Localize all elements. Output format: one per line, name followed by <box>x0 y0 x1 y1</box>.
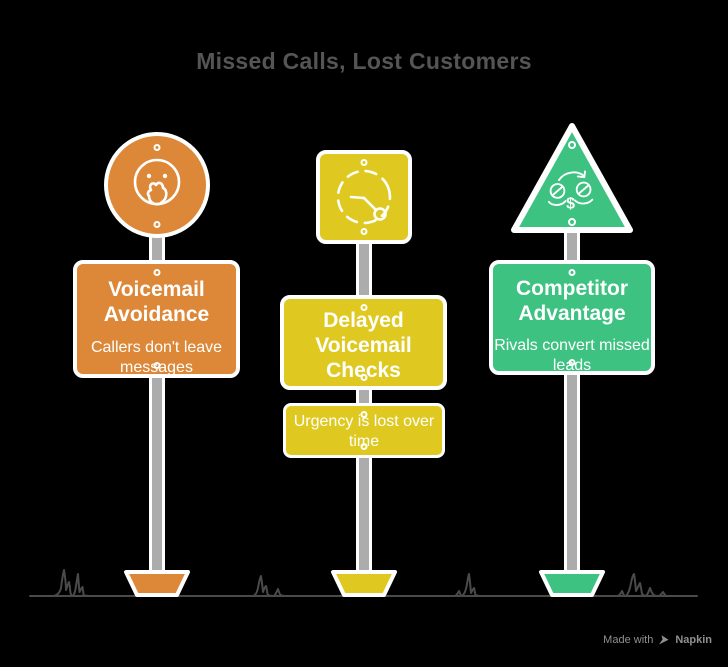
urgency-lost-subsign: Urgency is lost over time <box>283 403 445 458</box>
screw-icon <box>153 362 160 369</box>
watermark-brand: Napkin <box>675 634 712 646</box>
money-transfer-icon: $ <box>547 170 594 212</box>
clock-icon <box>336 169 392 225</box>
screw-icon <box>153 221 161 228</box>
screw-icon <box>568 269 576 276</box>
page-title: Missed Calls, Lost Customers <box>196 48 532 74</box>
delayed-voicemail-checks-sign: Delayed Voicemail Checks <box>280 295 447 390</box>
screw-icon <box>568 359 576 366</box>
dollar-sign: $ <box>566 195 575 212</box>
screw-icon <box>568 218 576 226</box>
screw-icon <box>360 374 367 381</box>
sign-base <box>331 570 397 597</box>
screw-icon <box>153 144 161 151</box>
competitor-advantage-sign: Competitor Advantage Rivals convert miss… <box>489 260 655 375</box>
grass-tuft-icon <box>252 575 286 597</box>
square-sign-shape <box>316 150 412 244</box>
sign-description: Rivals convert missed leads <box>494 337 650 374</box>
sign-base <box>124 570 190 597</box>
voicemail-avoidance-sign: Voicemail Avoidance Callers don't leave … <box>73 260 240 378</box>
watermark-text: Made with <box>603 634 654 646</box>
screw-icon <box>360 228 368 235</box>
circle-sign-shape <box>104 132 210 238</box>
screw-icon <box>360 159 368 166</box>
screw-icon <box>153 269 160 276</box>
sign-heading: Voicemail Avoidance <box>103 278 210 326</box>
sign-base <box>539 570 605 597</box>
napkin-logo-icon <box>659 635 669 645</box>
sign-heading: Delayed Voicemail Checks <box>315 309 412 382</box>
grass-tuft-icon <box>53 569 91 597</box>
screw-icon <box>360 304 367 311</box>
sign-description: Urgency is lost over time <box>293 413 435 450</box>
grass-tuft-icon <box>454 573 483 597</box>
sign-heading: Competitor Advantage <box>516 277 628 325</box>
grass-tuft-icon <box>617 573 667 597</box>
triangle-sign-shape <box>511 123 633 233</box>
sign-description: Callers don't leave messages <box>90 339 223 376</box>
screw-icon <box>360 443 368 450</box>
shocked-face-icon <box>133 158 181 206</box>
screw-icon <box>360 411 368 418</box>
watermark: Made with Napkin <box>603 634 712 646</box>
screw-icon <box>568 141 576 149</box>
